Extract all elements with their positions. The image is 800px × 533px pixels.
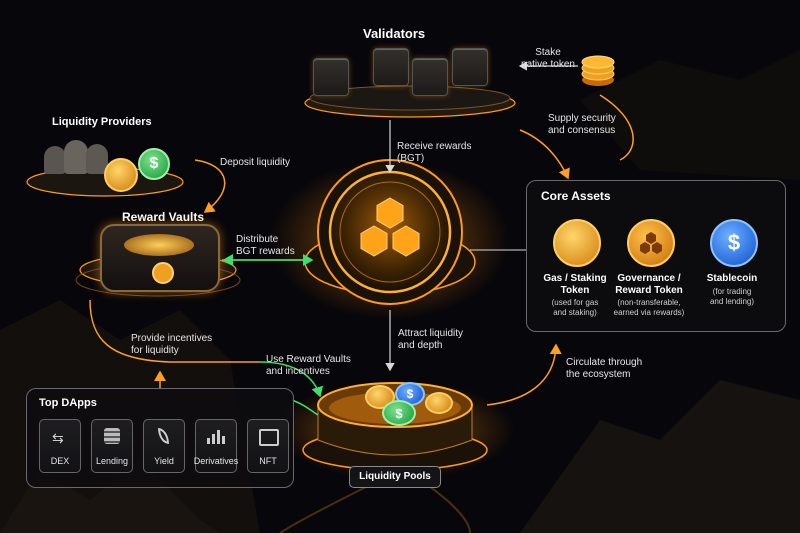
dapp-derivatives-label: Derivatives (193, 456, 239, 466)
governance-token-desc: (non-transferable,earned via rewards) (613, 298, 685, 317)
stablecoin-name: Stablecoin (706, 273, 758, 284)
dapp-yield-label: Yield (154, 456, 174, 466)
dapp-dex[interactable]: ⇆ DEX (39, 419, 81, 473)
liquidity-pools-tag: Liquidity Pools (349, 466, 441, 488)
leaf-icon (158, 428, 169, 444)
mountain-right (520, 380, 800, 533)
governance-token-coin-icon (627, 219, 675, 267)
dapp-derivatives[interactable]: Derivatives (194, 419, 238, 473)
provider-dollar-coin-icon: $ (138, 148, 170, 180)
reward-vault-icon (100, 224, 220, 292)
liquidity-providers-title: Liquidity Providers (52, 116, 152, 128)
deposit-liquidity-label: Deposit liquidity (220, 157, 291, 168)
swap-icon: ⇆ (52, 430, 64, 446)
stablecoin-coin-icon: $ (710, 219, 758, 267)
validators-title: Validators (363, 26, 426, 41)
coin-stack-icon (104, 428, 120, 444)
dapp-lending[interactable]: Lending (91, 419, 133, 473)
mountain-far (580, 50, 800, 180)
dapp-nft-label: NFT (259, 456, 277, 466)
dapp-nft[interactable]: NFT (247, 419, 289, 473)
bar-chart-icon (207, 428, 225, 444)
validator-node-1 (313, 58, 349, 96)
reward-vaults-title: Reward Vaults (122, 210, 205, 224)
validator-node-3 (412, 58, 448, 96)
governance-token-name: Governance /Reward Token (615, 273, 683, 296)
top-dapps-title: Top DApps (39, 397, 97, 409)
validator-node-2 (373, 48, 409, 86)
receive-rewards-label: Receive rewards(BGT) (397, 141, 472, 164)
top-dapps-panel: Top DApps ⇆ DEX Lending Yield Derivative… (26, 388, 294, 488)
pool-orange-coin-icon (425, 392, 453, 414)
provider-avatars-icon (44, 138, 154, 178)
pool-green-coin-icon: $ (382, 400, 416, 426)
dapp-dex-label: DEX (50, 456, 70, 466)
hub-hexagons-icon (360, 197, 420, 257)
stake-coin-stack-icon (581, 55, 615, 86)
provider-gold-coin-icon (104, 158, 138, 192)
core-assets-title: Core Assets (541, 189, 611, 203)
liquidity-pools-title: Liquidity Pools (359, 471, 431, 482)
gas-token-coin-icon (553, 219, 601, 267)
dapp-yield[interactable]: Yield (143, 419, 185, 473)
image-icon (259, 429, 279, 446)
dapp-lending-label: Lending (95, 456, 129, 466)
validator-node-4 (452, 48, 488, 86)
